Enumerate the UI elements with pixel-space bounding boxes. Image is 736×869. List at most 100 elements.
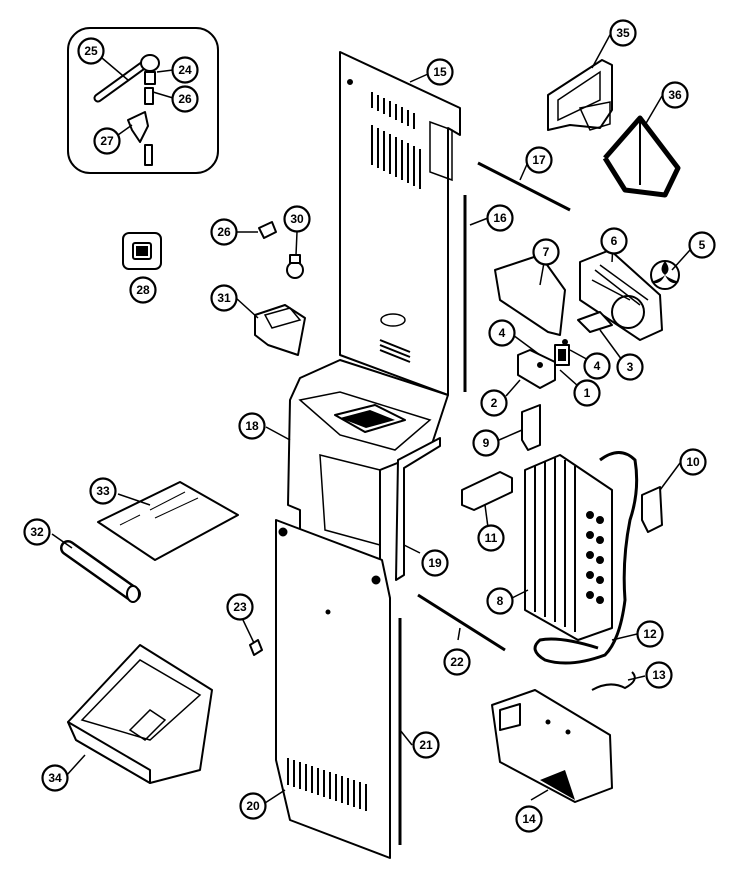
callout-9: 9 <box>472 429 500 457</box>
callout-label: 13 <box>652 668 666 682</box>
callout-30: 30 <box>283 205 311 233</box>
callout-label: 32 <box>30 525 44 539</box>
callout-4-right: 4 <box>583 352 611 380</box>
callout-20: 20 <box>239 792 267 820</box>
part-22-strip <box>417 593 506 652</box>
callout-label: 1 <box>584 386 591 400</box>
callout-22: 22 <box>443 648 471 676</box>
part-28-button <box>122 232 162 270</box>
callout-3: 3 <box>616 353 644 381</box>
callout-23: 23 <box>226 593 254 621</box>
callout-31: 31 <box>210 284 238 312</box>
part-9-clip <box>521 404 541 451</box>
callout-label: 8 <box>497 594 504 608</box>
callout-7: 7 <box>532 238 560 266</box>
callout-label: 11 <box>485 531 498 545</box>
callout-label: 2 <box>491 396 498 410</box>
part-12-heater <box>533 451 639 665</box>
callout-label: 12 <box>643 627 657 641</box>
callout-26: 26 <box>210 218 238 246</box>
callout-label: 18 <box>245 419 259 433</box>
callout-13: 13 <box>645 661 673 689</box>
callout-14: 14 <box>515 805 543 833</box>
callout-34: 34 <box>41 764 69 792</box>
callout-label: 31 <box>217 291 231 305</box>
callout-24: 24 <box>171 56 199 84</box>
part-14-drain-tray <box>491 689 613 803</box>
callout-label: 28 <box>136 283 150 297</box>
callout-label: 26 <box>217 225 231 239</box>
callout-label: 16 <box>493 211 507 225</box>
callout-11: 11 <box>477 524 505 552</box>
part-8-evaporator <box>524 454 613 641</box>
part-17-strip <box>477 161 571 212</box>
callout-label: 26 <box>178 92 192 106</box>
callout-12: 12 <box>636 620 664 648</box>
callout-label: 24 <box>178 63 192 77</box>
callout-label: 19 <box>428 556 442 570</box>
part-18-duct <box>287 359 449 566</box>
callout-21: 21 <box>412 731 440 759</box>
part-20-lower-panel <box>275 519 391 859</box>
callout-label: 10 <box>686 455 700 469</box>
callout-label: 7 <box>543 245 550 259</box>
part-11-block <box>461 471 513 511</box>
callout-33: 33 <box>89 477 117 505</box>
callout-1: 1 <box>573 379 601 407</box>
part-33-glass-shelf <box>97 481 239 561</box>
part-19-strip <box>395 437 441 581</box>
callout-36: 36 <box>661 81 689 109</box>
callout-label: 5 <box>699 238 706 252</box>
callout-label: 33 <box>96 484 110 498</box>
callout-15: 15 <box>426 58 454 86</box>
callout-5: 5 <box>688 231 716 259</box>
callout-label: 14 <box>522 812 536 826</box>
callout-35: 35 <box>609 19 637 47</box>
part-35-bracket <box>547 59 613 131</box>
callout-label: 35 <box>616 26 630 40</box>
part-31-lamp-housing <box>254 304 306 356</box>
callout-label: 21 <box>419 738 433 752</box>
part-30-bulb <box>286 254 304 279</box>
callout-label: 20 <box>246 799 260 813</box>
part-13-wire-clip <box>591 671 636 691</box>
part-32-roller <box>60 540 141 603</box>
part-10-clip <box>641 486 663 533</box>
callout-17: 17 <box>525 146 553 174</box>
callout-10: 10 <box>679 448 707 476</box>
callout-label: 9 <box>483 436 490 450</box>
callout-8: 8 <box>486 587 514 615</box>
callout-16: 16 <box>486 204 514 232</box>
callout-27: 27 <box>93 127 121 155</box>
callout-32: 32 <box>23 518 51 546</box>
callout-18: 18 <box>238 412 266 440</box>
part-23-screw <box>249 639 263 656</box>
callout-4-left: 4 <box>488 319 516 347</box>
callout-label: 22 <box>450 655 464 669</box>
callout-25: 25 <box>77 37 105 65</box>
part-5-fan-blade <box>650 260 680 290</box>
callout-19: 19 <box>421 549 449 577</box>
callout-label: 23 <box>233 600 247 614</box>
part-34-ice-bin <box>67 644 213 784</box>
callout-label: 27 <box>100 134 114 148</box>
callout-2: 2 <box>480 389 508 417</box>
callout-label: 17 <box>532 153 546 167</box>
callout-label: 36 <box>668 88 682 102</box>
callout-label: 15 <box>433 65 447 79</box>
callout-label: 34 <box>48 771 62 785</box>
callout-6: 6 <box>600 227 628 255</box>
callout-26-inset: 26 <box>171 85 199 113</box>
parts-1-4-motor-bracket <box>517 311 613 389</box>
callout-label: 6 <box>611 234 618 248</box>
part-26-socket <box>258 221 277 239</box>
part-15-upper-panel <box>339 51 461 396</box>
callout-28: 28 <box>129 276 157 304</box>
part-36-frame <box>602 115 681 198</box>
callout-label: 4 <box>594 359 601 373</box>
callout-label: 25 <box>84 44 98 58</box>
callout-label: 3 <box>627 360 634 374</box>
callout-label: 30 <box>290 212 304 226</box>
callout-label: 4 <box>499 326 506 340</box>
